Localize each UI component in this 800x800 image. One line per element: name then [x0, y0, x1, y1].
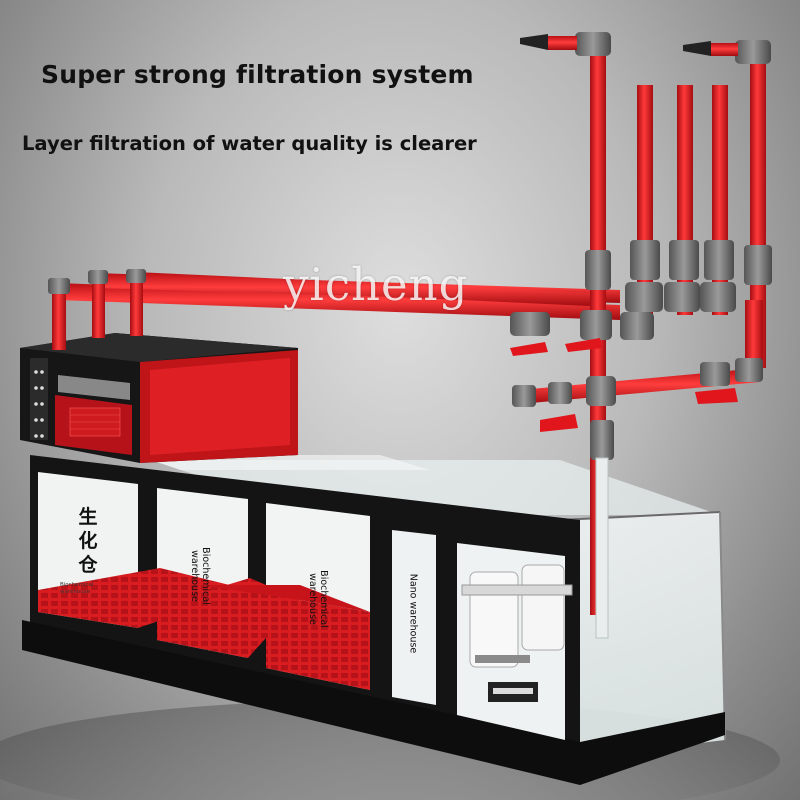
compartment-label-3-line-1: Biochemical — [318, 570, 329, 628]
cn-char-3: 仓 — [78, 554, 98, 576]
cn-char-2: 化 — [78, 530, 98, 552]
subheadline: Layer filtration of water quality is cle… — [22, 132, 477, 155]
headline: Super strong filtration system — [41, 60, 474, 89]
watermark: yicheng — [283, 258, 469, 311]
compartment-label-1-en: Biochemical warehouse — [60, 582, 94, 595]
compartment-label-3-line-2: warehouse — [307, 573, 318, 625]
compartment-label-3: Biochemical warehouse — [307, 539, 329, 659]
compartment-label-4: Nano warehouse — [407, 573, 419, 654]
compartment-label-2-line-2: warehouse — [189, 550, 200, 602]
compartment-label-2-line-1: Biochemical — [200, 547, 211, 605]
cn-char-1: 生 — [78, 506, 98, 528]
compartment-label-1-cn: 生 化 仓 — [72, 505, 104, 577]
compartment-label-2: Biochemical warehouse — [189, 516, 211, 636]
